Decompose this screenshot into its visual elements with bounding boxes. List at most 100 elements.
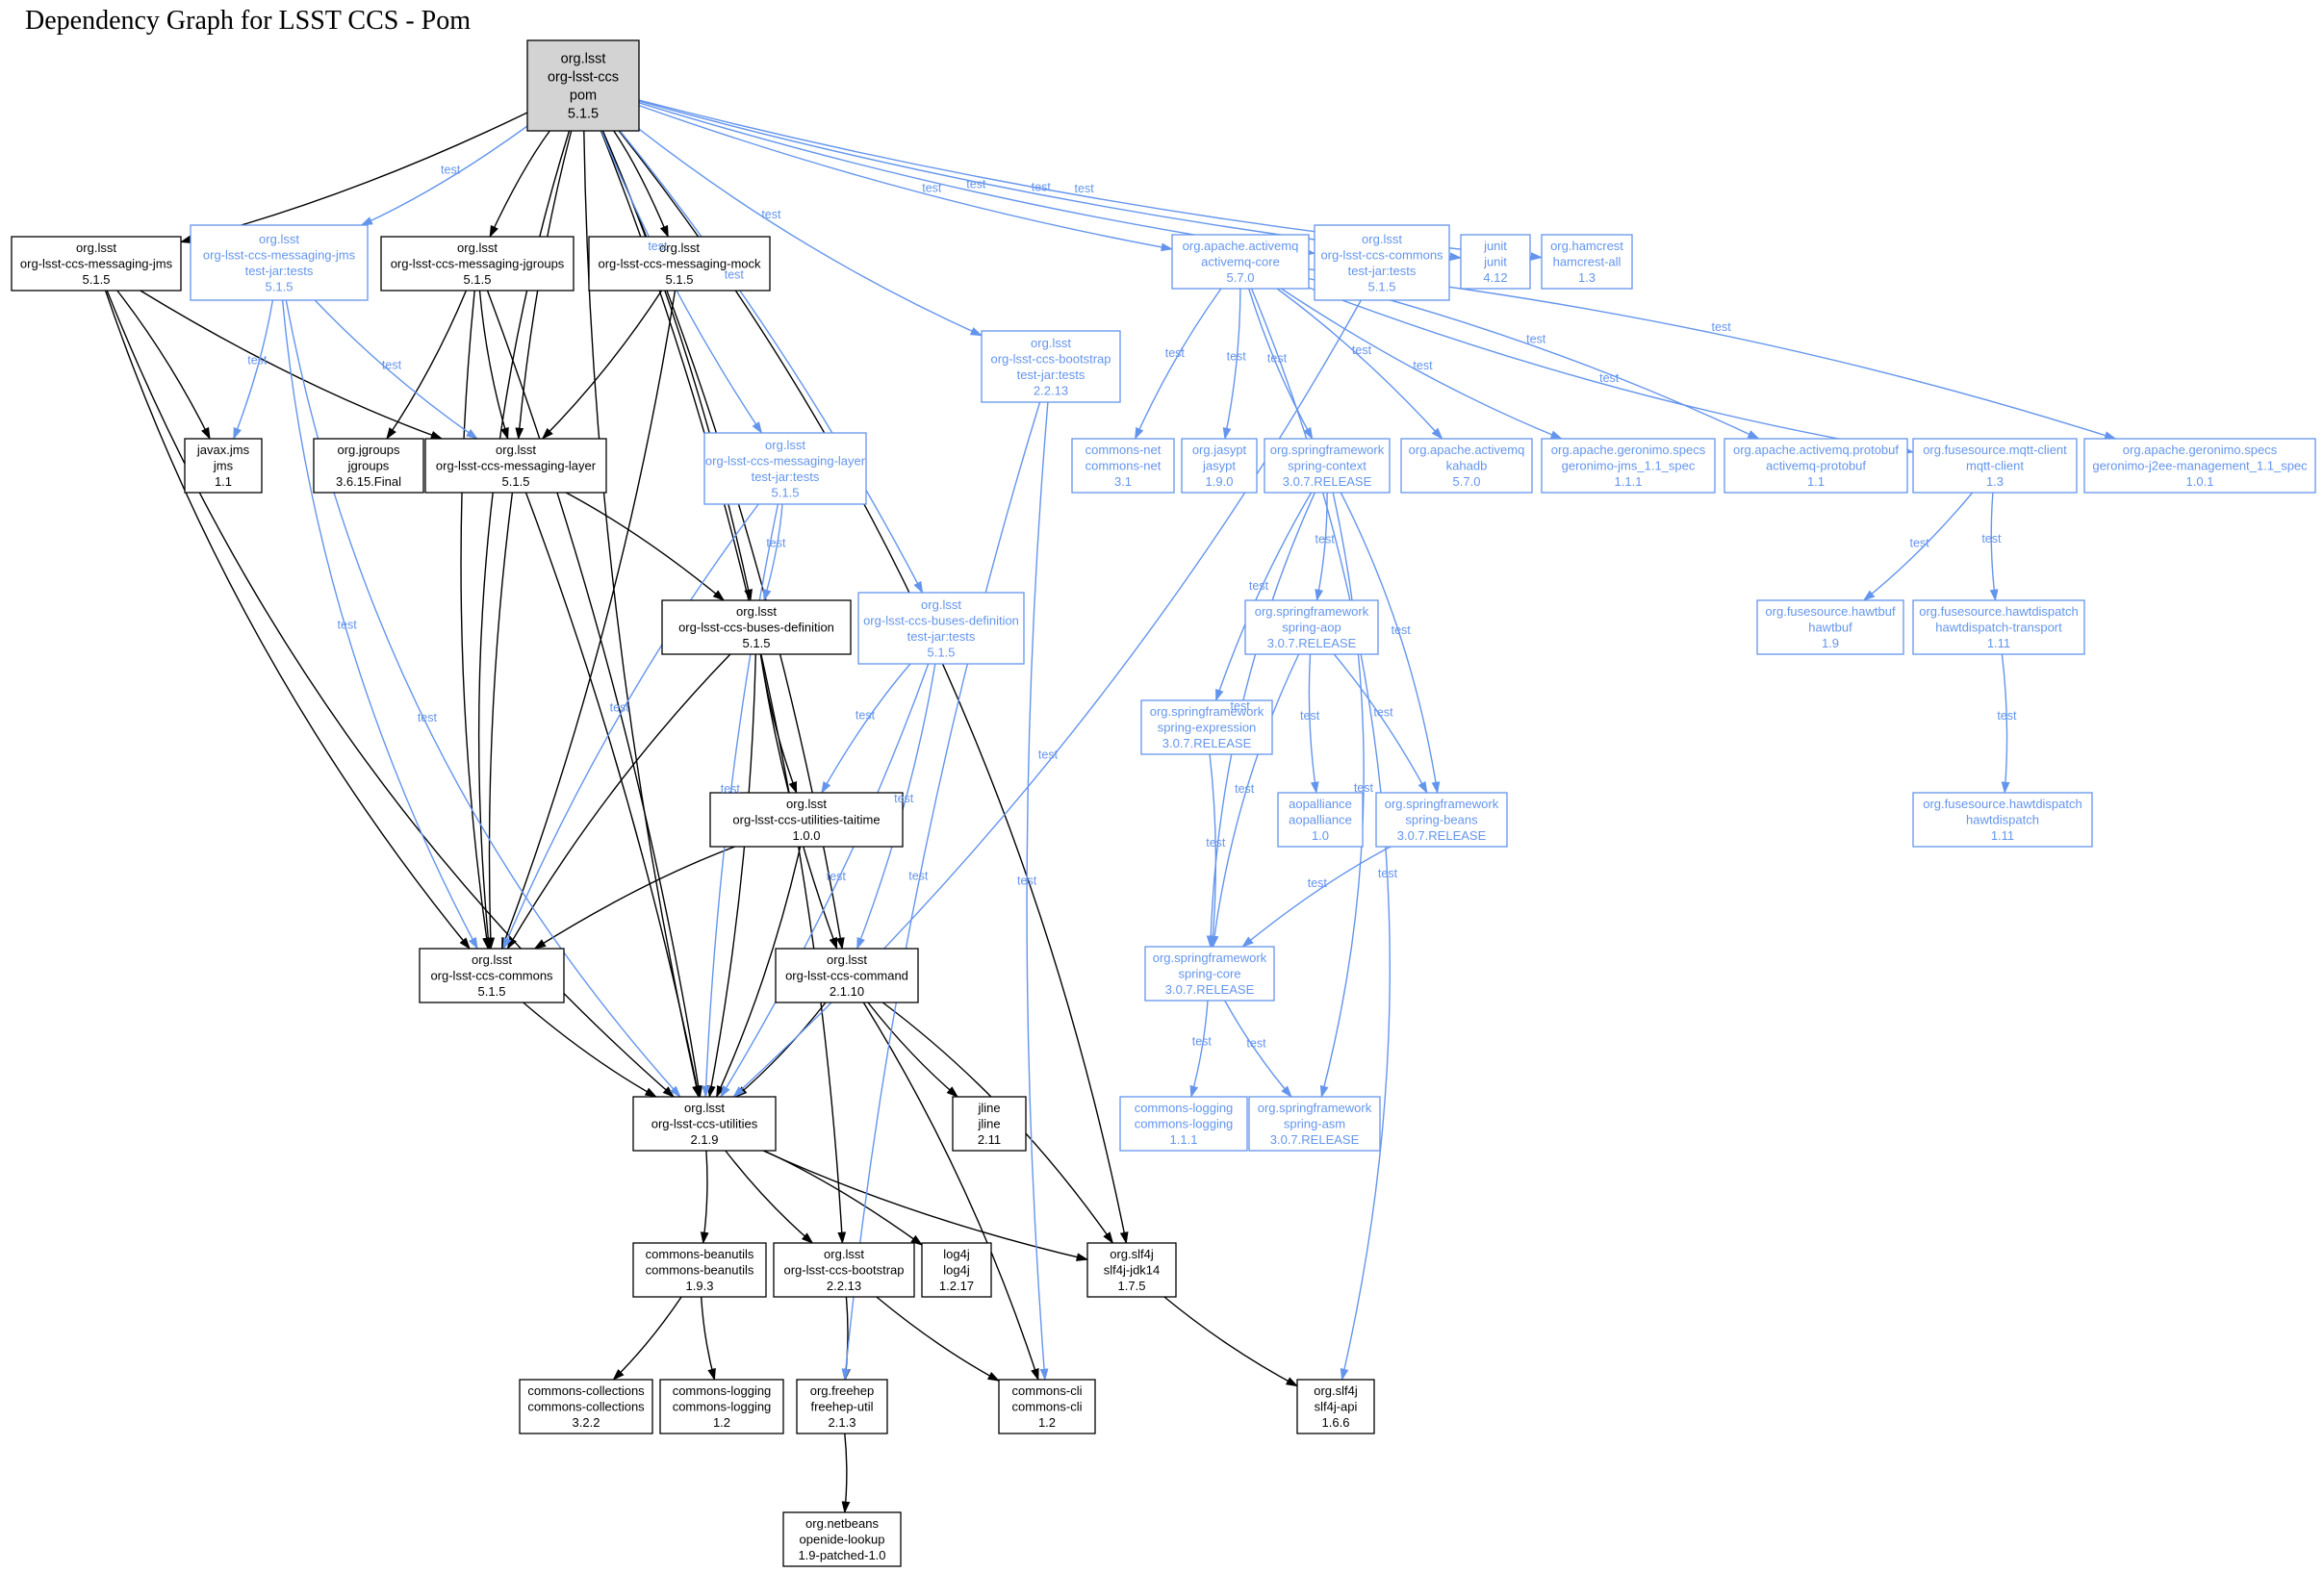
- edge-label-test: test: [1038, 748, 1059, 762]
- graph-node-box: [1912, 438, 2078, 494]
- edge-label-test: test: [1032, 181, 1052, 194]
- edge-spring-core-commons-logging-111: [1189, 1000, 1209, 1099]
- graph-node-box: [2083, 438, 2316, 494]
- edge-label-layer: test test test test test test test test test test…: [247, 163, 2017, 1050]
- edge-activemq-core-activemq-protobuf: [1308, 277, 1760, 440]
- edge-utilities-taitime-ccs-utilities: [715, 846, 802, 1099]
- edge-messaging-jms-ccs-commons: [104, 290, 471, 950]
- graph-node-box: [659, 1379, 784, 1434]
- edge-hawtdispatch-transport-hawtdispatch: [2001, 653, 2010, 795]
- edge-layer: [104, 99, 2117, 1514]
- graph-node-box: [782, 1511, 902, 1567]
- edge-spring-beans-spring-core: [1241, 846, 1392, 948]
- edge-slf4j-jdk14-slf4j-api: [1163, 1296, 1299, 1387]
- edge-messaging-layer-tests-buses-definition: [762, 503, 783, 602]
- edge-ccs-command-jline: [867, 1002, 959, 1098]
- edge-label-test: test: [1235, 782, 1255, 796]
- edge-label-test: test: [1712, 320, 1732, 334]
- graph-node-box: [1171, 234, 1310, 290]
- graph-node-box: [773, 1242, 915, 1298]
- edge-messaging-jms-tests-ccs-utilities: [285, 299, 681, 1098]
- edge-bootstrap-tests-freehep-util: [841, 401, 1041, 1382]
- edge-pom-ccs-bootstrap: [600, 130, 847, 1245]
- edge-label-test: test: [1165, 346, 1186, 360]
- edge-pom-messaging-jms: [179, 112, 528, 243]
- graph-node-box: [921, 1242, 992, 1298]
- graph-node-box: [952, 1096, 1027, 1152]
- edge-buses-definition-tests-utilities-taitime: [821, 663, 911, 795]
- graph-node-box: [796, 1379, 888, 1434]
- graph-node-box: [1248, 1096, 1381, 1152]
- graph-node-box: [190, 224, 369, 301]
- edge-label-test: test: [1231, 699, 1251, 713]
- graph-node-box: [1912, 792, 2093, 848]
- edge-label-test: test: [441, 163, 461, 176]
- edge-label-test: test: [1378, 867, 1398, 880]
- edge-messaging-jgroups-messaging-layer: [478, 290, 509, 441]
- edge-messaging-mock-ccs-commons: [500, 290, 677, 951]
- edge-label-test: test: [1373, 706, 1393, 720]
- edge-label-test: test: [966, 178, 986, 191]
- graph-node-box: [1144, 946, 1275, 1002]
- edge-ccs-commons-ccs-utilities: [523, 1002, 657, 1098]
- graph-node-box: [1541, 438, 1716, 494]
- edge-mqtt-client-hawtbuf: [1862, 492, 1974, 601]
- graph-node-box: [1400, 438, 1533, 494]
- graph-node-box: [1264, 438, 1391, 494]
- edge-messaging-jms-tests-ccs-commons: [281, 299, 478, 951]
- graph-node-box: [981, 330, 1121, 403]
- graph-node-box: [632, 1096, 777, 1152]
- graph-node-box: [1119, 1096, 1248, 1152]
- edge-spring-context-spring-asm: [1319, 492, 1365, 1099]
- graph-node-box: [1375, 792, 1508, 848]
- edge-label-test: test: [1599, 371, 1620, 385]
- edge-buses-definition-ccs-utilities: [706, 653, 756, 1099]
- edge-commons-beanutils-commons-collections: [612, 1296, 682, 1381]
- edge-commons-beanutils-commons-logging-12: [701, 1296, 716, 1382]
- graph-node-box: [424, 438, 607, 494]
- edge-label-test: test: [1997, 709, 2017, 723]
- edge-messaging-jms-tests-javax-jms: [233, 299, 274, 441]
- graph-node-box: [1541, 234, 1633, 290]
- edge-ccs-utilities-log4j: [763, 1150, 924, 1246]
- edge-messaging-jgroups-ccs-utilities: [486, 290, 703, 1099]
- edge-label-test: test: [1300, 709, 1320, 723]
- edge-spring-expression-spring-core: [1209, 753, 1217, 949]
- edge-label-test: test: [922, 181, 942, 194]
